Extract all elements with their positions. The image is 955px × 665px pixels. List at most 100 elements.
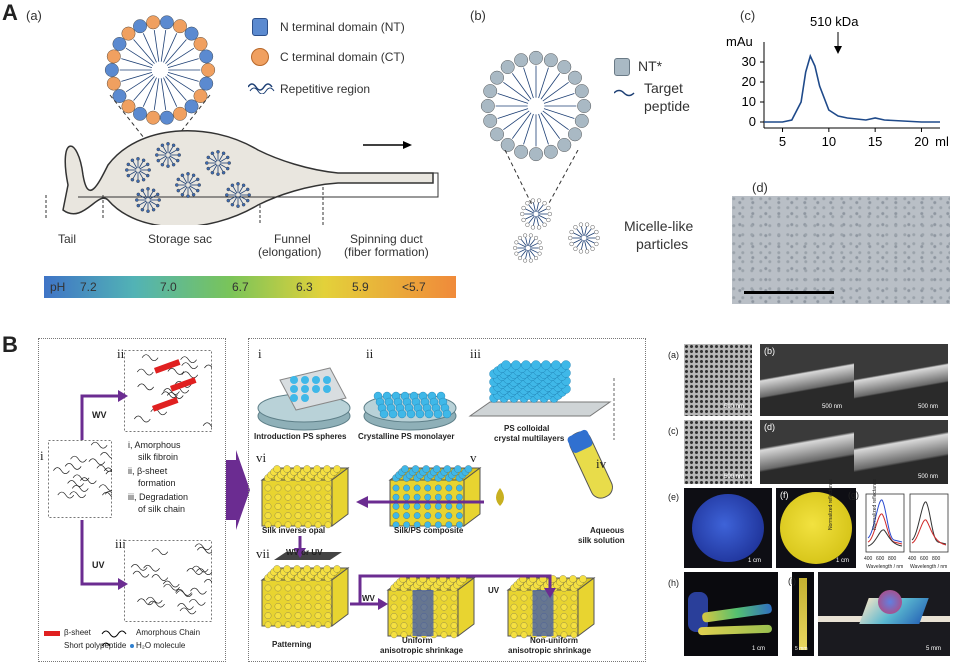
numeral-i: i	[40, 448, 44, 463]
photo-i-strip	[792, 572, 814, 656]
arrow-uv-left: UV	[92, 560, 105, 570]
panel-a-letter: A	[2, 0, 18, 25]
caption-silk-solution: silk solution	[578, 536, 625, 545]
note-2a: ii, β-sheet	[128, 466, 168, 476]
particles-label-2: particles	[636, 236, 689, 252]
g-tick-1: 400	[864, 556, 873, 562]
panel-a-d-label: (d)	[752, 180, 768, 195]
arrow-wv-left: WV	[92, 410, 107, 420]
ph-label: pH	[50, 280, 66, 294]
numeral-ii: ii	[117, 346, 125, 361]
step-iv: iv	[596, 456, 607, 471]
micelle-nt-star	[480, 50, 592, 162]
legend-beta: β-sheet	[64, 628, 91, 637]
silk-structure-box	[38, 338, 226, 662]
caption-inverse-opal: Silk inverse opal	[262, 526, 326, 535]
caption-uniform-2: anisotropic shrinkage	[380, 646, 464, 655]
arrow-wv-mid: WV	[362, 594, 375, 603]
note-2b: formation	[138, 478, 176, 488]
g-tick-3: 800	[888, 556, 897, 562]
ct-icon	[251, 48, 269, 66]
caption-intro-ps: Introduction PS spheres	[254, 432, 347, 441]
caption-nonuniform: Non-uniform	[530, 636, 578, 645]
repetitive-icon	[248, 83, 275, 94]
nt-icon	[252, 18, 268, 36]
panel-a-b-label: (b)	[470, 8, 486, 23]
img-label-g: (g)	[848, 490, 859, 500]
step-v: v	[470, 450, 477, 465]
g-tick-4: 400	[908, 556, 917, 562]
wv-uv-arrows	[80, 390, 128, 590]
caption-wv-or-uv: WV or UV	[286, 548, 323, 557]
chart-ytick-20: 20	[742, 74, 756, 89]
zoom-lines-b	[504, 150, 579, 206]
ph-value-4: 6.3	[296, 280, 313, 294]
caption-nonuniform-2: anisotropic shrinkage	[508, 646, 592, 655]
chart-xtick-20: 20	[914, 134, 928, 149]
note-3b: of silk chain	[138, 504, 186, 514]
scale-b1: 500 nm	[822, 404, 843, 410]
ph-value-1: 7.2	[80, 280, 97, 294]
scale-h: 1 cm	[752, 646, 766, 652]
chart-series-line	[764, 53, 940, 123]
g-ylabel-2: Normalized reflectance	[872, 478, 878, 530]
img-label-h: (h)	[668, 578, 679, 588]
g-tick-5: 600	[920, 556, 929, 562]
photo-h-flexible-film	[684, 572, 778, 656]
caption-ps-multilayer: crystal multilayers	[494, 434, 565, 443]
legend-nt-star: NT*	[638, 58, 663, 74]
ph-gradient-bar	[44, 276, 456, 298]
sem-c	[684, 420, 752, 484]
ph-value-6: <5.7	[402, 280, 426, 294]
region-storage: Storage sac	[148, 232, 213, 246]
region-funnel-sub: (elongation)	[258, 245, 322, 259]
sem-b-right	[854, 344, 948, 416]
numeral-iii: iii	[115, 536, 126, 551]
chart-ytick-0: 0	[749, 114, 756, 129]
sem-a	[684, 344, 752, 416]
fabrication-box	[248, 338, 646, 662]
scale-i1: 5 mm	[795, 646, 808, 652]
legend-short: Short polypeptide	[64, 641, 127, 650]
legend-target: Target	[644, 80, 683, 96]
panel-b-letter: B	[2, 332, 18, 357]
arrow-uv-mid: UV	[488, 586, 500, 595]
scale-b2: 500 nm	[918, 404, 939, 410]
chart-xunit: ml	[935, 134, 949, 149]
micelle-particles	[513, 198, 600, 263]
sem-b-left	[760, 344, 854, 416]
chart-xtick-10: 10	[822, 134, 836, 149]
note-1a: i, Amorphous	[128, 440, 181, 450]
photo-i-twisted-film	[818, 572, 950, 656]
g-xlabel-2: Wavelength / nm	[910, 564, 948, 570]
region-funnel: Funnel	[274, 232, 311, 246]
img-label-i: (i)	[788, 576, 796, 586]
img-label-c: (c)	[668, 426, 679, 436]
sem-d-right	[854, 420, 948, 484]
reflectance-plots	[865, 493, 949, 553]
micelle-detail	[104, 15, 216, 125]
caption-aqueous: Aqueous	[590, 526, 625, 535]
panel-a-a-label: (a)	[26, 8, 42, 23]
legend-peptide: peptide	[644, 98, 690, 114]
tem-image	[732, 196, 950, 304]
degraded-network	[124, 540, 212, 622]
sem-d-left	[760, 420, 854, 484]
tem-scalebar	[744, 291, 834, 294]
scale-d: 500 nm	[918, 474, 939, 480]
legend-nt: N terminal domain (NT)	[280, 20, 405, 34]
step-ii: ii	[366, 346, 374, 361]
g-ylabel-1: Normalized reflectance	[828, 478, 834, 530]
scale-c: 500 nm	[724, 474, 745, 480]
caption-patterning: Patterning	[272, 640, 312, 649]
caption-composite: Silk/PS composite	[394, 526, 464, 535]
scale-f: 1 cm	[836, 558, 850, 564]
region-tail: Tail	[58, 232, 77, 246]
region-duct-sub: (fiber formation)	[344, 245, 429, 259]
g-tick-2: 600	[876, 556, 885, 562]
step-iii: iii	[470, 346, 481, 361]
legend-chain-icons	[101, 630, 134, 648]
nt-star-icon	[614, 58, 630, 76]
particles-label: Micelle-like	[624, 218, 694, 234]
legend-amorphous: Amorphous Chain	[136, 628, 201, 637]
